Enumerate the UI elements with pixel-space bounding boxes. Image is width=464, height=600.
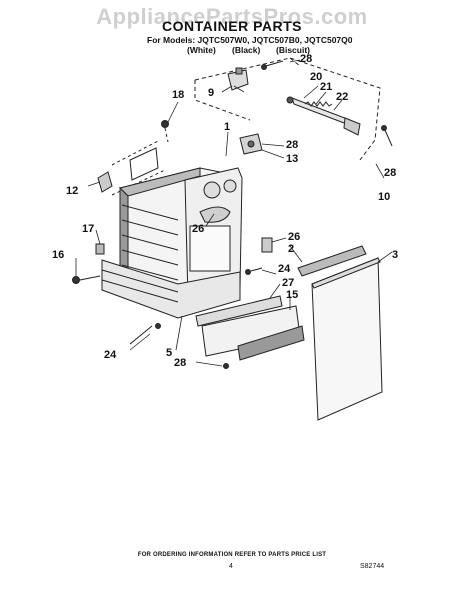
- callout-21: 21: [320, 81, 332, 93]
- bolt-18: [161, 120, 169, 143]
- ordering-note: FOR ORDERING INFORMATION REFER TO PARTS …: [137, 552, 327, 558]
- variant-biscuit: (Biscuit): [276, 45, 310, 55]
- callout-20: 20: [310, 71, 322, 83]
- callout-10: 10: [378, 191, 390, 203]
- callout-17: 17: [82, 223, 94, 235]
- variant-black: (Black): [232, 45, 261, 55]
- callout-22: 22: [336, 91, 348, 103]
- callout-26-right: 26: [288, 231, 300, 243]
- upper-frame: [194, 57, 381, 161]
- callout-28-top: 28: [300, 53, 312, 65]
- spring-assembly: [286, 96, 361, 136]
- drawer-assembly: [195, 295, 305, 361]
- container-cabinet: [119, 167, 243, 306]
- hinge-bracket: [239, 133, 263, 155]
- callout-9: 9: [208, 87, 214, 99]
- page-number: 4: [229, 563, 233, 570]
- side-bracket: [261, 237, 273, 253]
- callout-24-right: 24: [278, 263, 291, 275]
- callout-12: 12: [66, 185, 78, 197]
- callout-13: 13: [286, 153, 298, 165]
- callout-1: 1: [224, 121, 230, 133]
- callout-28-bottom: 28: [174, 357, 186, 369]
- watermark-text: AppliancePartsPros.com: [96, 4, 368, 29]
- leader-lines: [75, 59, 393, 367]
- base-frame: [101, 259, 241, 319]
- variant-white: (White): [187, 45, 216, 55]
- callout-26-center: 26: [192, 223, 204, 235]
- screw-24-right: [245, 267, 263, 275]
- callout-15: 15: [286, 289, 298, 301]
- screw-24-left: [129, 323, 161, 345]
- callout-28-right: 28: [384, 167, 396, 179]
- clip-17: [95, 243, 105, 255]
- callout-18: 18: [172, 89, 184, 101]
- callout-2: 2: [288, 243, 294, 255]
- document-number: S82744: [360, 563, 385, 570]
- side-vent: [97, 139, 166, 196]
- callout-3: 3: [392, 249, 398, 261]
- callout-27: 27: [282, 277, 294, 289]
- callout-16: 16: [52, 249, 64, 261]
- handle-bar: [297, 245, 367, 277]
- screw-top: [261, 60, 284, 70]
- callout-5: 5: [166, 347, 172, 359]
- door-panel: [311, 257, 383, 421]
- models-line: For Models: JQTC507W0, JQTC507B0, JQTC50…: [147, 35, 353, 45]
- screw-bottom: [223, 363, 229, 369]
- callout-28-mid: 28: [286, 139, 298, 151]
- foot-screw: [72, 275, 101, 284]
- latch-bracket: [227, 67, 249, 91]
- page-title: CONTAINER PARTS: [162, 18, 302, 34]
- screw-right: [381, 125, 393, 147]
- callout-24-left: 24: [104, 349, 117, 361]
